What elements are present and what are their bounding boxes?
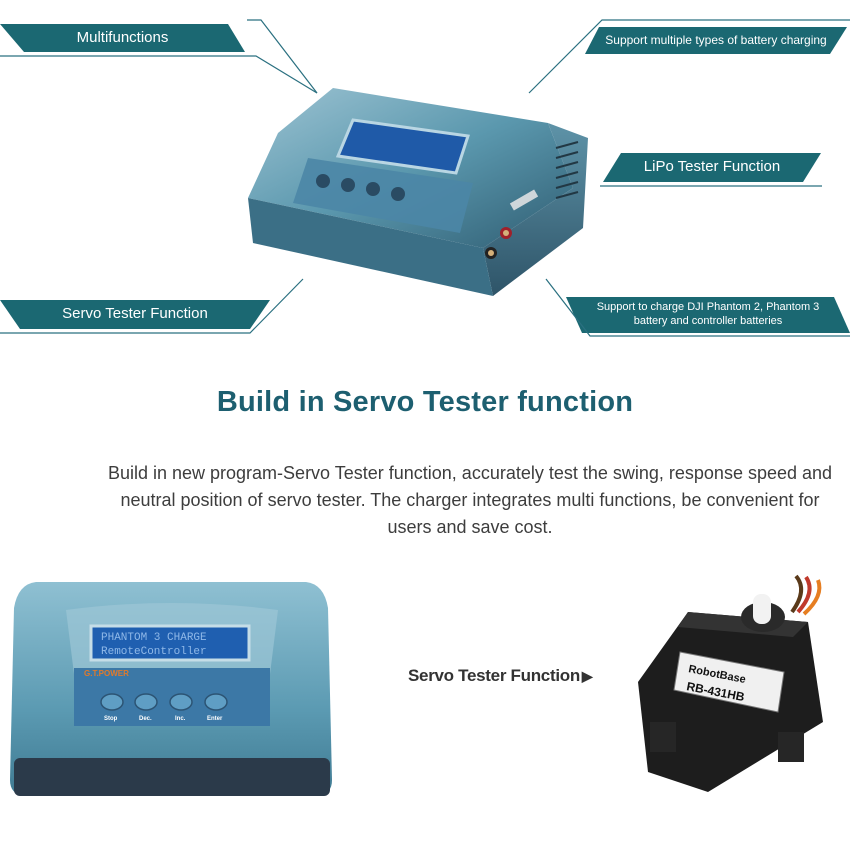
charger-brand: G.T.POWER	[84, 669, 129, 678]
servo-image: RobotBase RB-431HB	[638, 574, 823, 792]
section-title: Build in Servo Tester function	[216, 386, 634, 418]
lcd-line2: RemoteController	[101, 646, 207, 658]
btn-dec-label: Dec.	[139, 716, 152, 722]
feature-label: Multifunctions	[76, 28, 169, 46]
feature-label-line1: Support to charge DJI Phantom 2, Phantom…	[596, 301, 820, 314]
btn-stop-label: Stop	[104, 716, 118, 722]
lcd-line1: PHANTOM 3 CHARGE	[101, 632, 207, 644]
feature-banner-lipo-tester: LiPo Tester Function	[603, 153, 821, 182]
servo-tester-label-text: Servo Tester Function	[408, 666, 580, 685]
feature-label: Support multiple types of battery chargi…	[605, 33, 827, 47]
feature-banner-battery-charging: Support multiple types of battery chargi…	[585, 27, 847, 54]
btn-inc-label: Inc.	[175, 716, 186, 722]
feature-banner-multifunctions: Multifunctions	[0, 24, 245, 52]
banner-pointer-lines	[0, 19, 850, 337]
feature-label: Servo Tester Function	[62, 305, 208, 323]
charger-image-top	[248, 88, 588, 296]
charger-image-bottom: PHANTOM 3 CHARGE RemoteController G.T.PO…	[10, 582, 332, 796]
feature-banner-dji-support: Support to charge DJI Phantom 2, Phantom…	[566, 297, 850, 333]
arrow-right-icon: ▶	[581, 668, 593, 684]
section-description: Build in new program-Servo Tester functi…	[107, 463, 833, 537]
feature-label-line2: battery and controller batteries	[633, 315, 783, 327]
feature-banner-servo-tester: Servo Tester Function	[0, 300, 270, 329]
btn-enter-label: Enter	[207, 716, 223, 722]
servo-tester-label: Servo Tester Function▶	[408, 666, 593, 686]
feature-label: LiPo Tester Function	[643, 158, 781, 176]
